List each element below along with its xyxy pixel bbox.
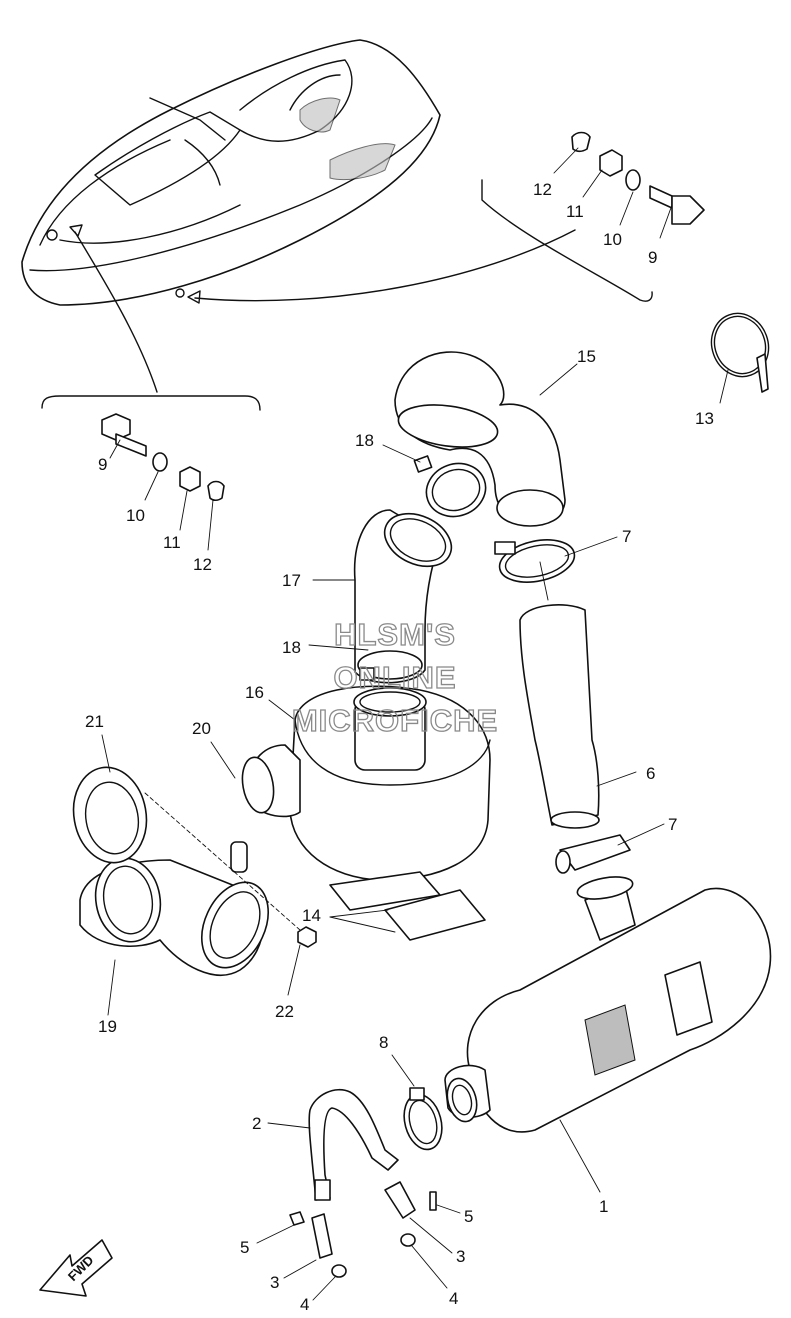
callout-9: 9 xyxy=(648,248,657,267)
callout-13: 13 xyxy=(695,409,714,428)
callout-10: 10 xyxy=(126,506,145,525)
pad-14 xyxy=(329,871,486,941)
hose-clamp-18-upper xyxy=(413,455,487,518)
callout-12: 12 xyxy=(533,180,552,199)
exhaust-outlet-19 xyxy=(79,857,269,976)
exhaust-pipe-17 xyxy=(353,509,453,684)
callout-22: 22 xyxy=(275,1002,294,1021)
callout-5: 5 xyxy=(240,1238,249,1257)
callout-21: 21 xyxy=(85,712,104,731)
callout-6: 6 xyxy=(646,764,655,783)
bracket-set-left xyxy=(289,1211,347,1278)
callout-12: 12 xyxy=(193,555,212,574)
exhaust-elbow-15 xyxy=(394,351,566,527)
callout-7: 7 xyxy=(622,527,631,546)
watermark-line-1: HLSM'S xyxy=(334,617,456,652)
callout-1: 1 xyxy=(599,1197,608,1216)
exhaust-hose-6 xyxy=(519,604,600,829)
drain-plug-set-left xyxy=(101,413,225,502)
callout-9: 9 xyxy=(98,455,107,474)
callout-15: 15 xyxy=(577,347,596,366)
gasket-21 xyxy=(72,766,301,931)
bolt-22 xyxy=(297,926,317,948)
callout-19: 19 xyxy=(98,1017,117,1036)
callout-4: 4 xyxy=(449,1289,458,1308)
callout-20: 20 xyxy=(192,719,211,738)
band-clamp-13 xyxy=(710,312,770,393)
callout-8: 8 xyxy=(379,1033,388,1052)
callout-18: 18 xyxy=(282,638,301,657)
callout-10: 10 xyxy=(603,230,622,249)
callout-4: 4 xyxy=(300,1295,309,1314)
leader-lines xyxy=(101,147,729,1301)
strap-2 xyxy=(308,1088,399,1201)
callout-3: 3 xyxy=(456,1247,465,1266)
callout-16: 16 xyxy=(245,683,264,702)
callout-11: 11 xyxy=(566,202,584,221)
callout-3: 3 xyxy=(270,1273,279,1292)
bracket-set-right xyxy=(384,1181,437,1247)
watermark-line-2: ONLINE xyxy=(333,660,456,695)
hose-clamp-18-lower xyxy=(357,650,423,681)
hose-clamp-7-upper xyxy=(494,539,576,583)
drain-plug-set-right xyxy=(571,131,705,225)
watermark-line-3: MICROFICHE xyxy=(292,703,498,738)
callout-2: 2 xyxy=(252,1114,261,1133)
watermark: HLSM'S ONLINE MICROFICHE xyxy=(291,616,498,738)
forward-arrow-icon: FWD xyxy=(39,1239,113,1297)
callout-17: 17 xyxy=(282,571,301,590)
water-lock-16 xyxy=(241,685,491,881)
callout-18: 18 xyxy=(355,431,374,450)
hose-clamp-7-lower xyxy=(555,834,631,874)
callout-14: 14 xyxy=(302,906,321,925)
callout-5: 5 xyxy=(464,1207,473,1226)
callout-11: 11 xyxy=(163,533,181,552)
callout-7: 7 xyxy=(668,815,677,834)
hose-clamp-8 xyxy=(403,1087,443,1151)
watercraft-illustration xyxy=(21,39,441,306)
muffler-1 xyxy=(444,876,772,1133)
hose-clamp-20 xyxy=(230,841,248,873)
callout-labels: 1 2 3 3 4 4 5 5 6 7 7 8 9 9 10 10 11 11 … xyxy=(85,180,714,1314)
